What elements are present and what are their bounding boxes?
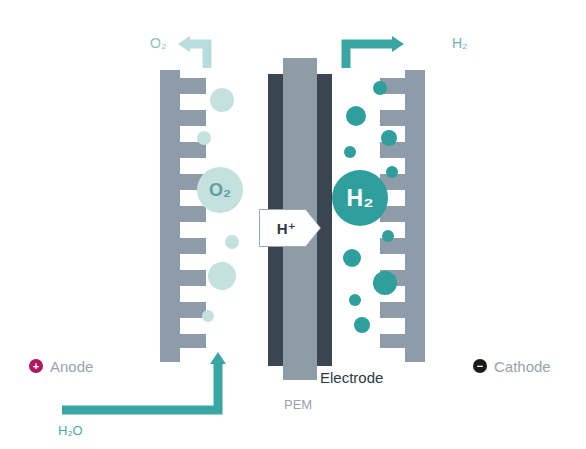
gas-label: O₂ xyxy=(150,36,166,50)
node-text: H₂ xyxy=(347,187,374,210)
anode-terminal xyxy=(29,359,43,373)
hydrogen-bubbles xyxy=(343,81,398,333)
anode-plate xyxy=(160,70,206,362)
terminal-label: Cathode xyxy=(494,359,551,374)
oxygen-bubble: O₂ xyxy=(197,167,243,213)
terminal-label: Anode xyxy=(50,359,93,374)
part-label: PEM xyxy=(284,398,312,411)
polarity-sign: − xyxy=(477,361,483,372)
part-label: Electrode xyxy=(320,370,383,385)
gas-label: H₂ xyxy=(452,36,468,50)
cathode-terminal xyxy=(473,359,487,373)
node-text: H⁺ xyxy=(277,221,296,236)
proton-arrow: H⁺ xyxy=(259,209,321,247)
electrode-layer xyxy=(316,74,332,366)
fluid-label: H₂O xyxy=(58,424,83,437)
node-text: O₂ xyxy=(209,181,231,199)
hydrogen-bubble: H₂ xyxy=(332,170,388,226)
hydrogen-outlet-arrow xyxy=(346,36,404,68)
cathode-plate xyxy=(380,70,425,362)
oxygen-outlet-arrow xyxy=(178,36,207,68)
polarity-sign: + xyxy=(33,361,39,372)
